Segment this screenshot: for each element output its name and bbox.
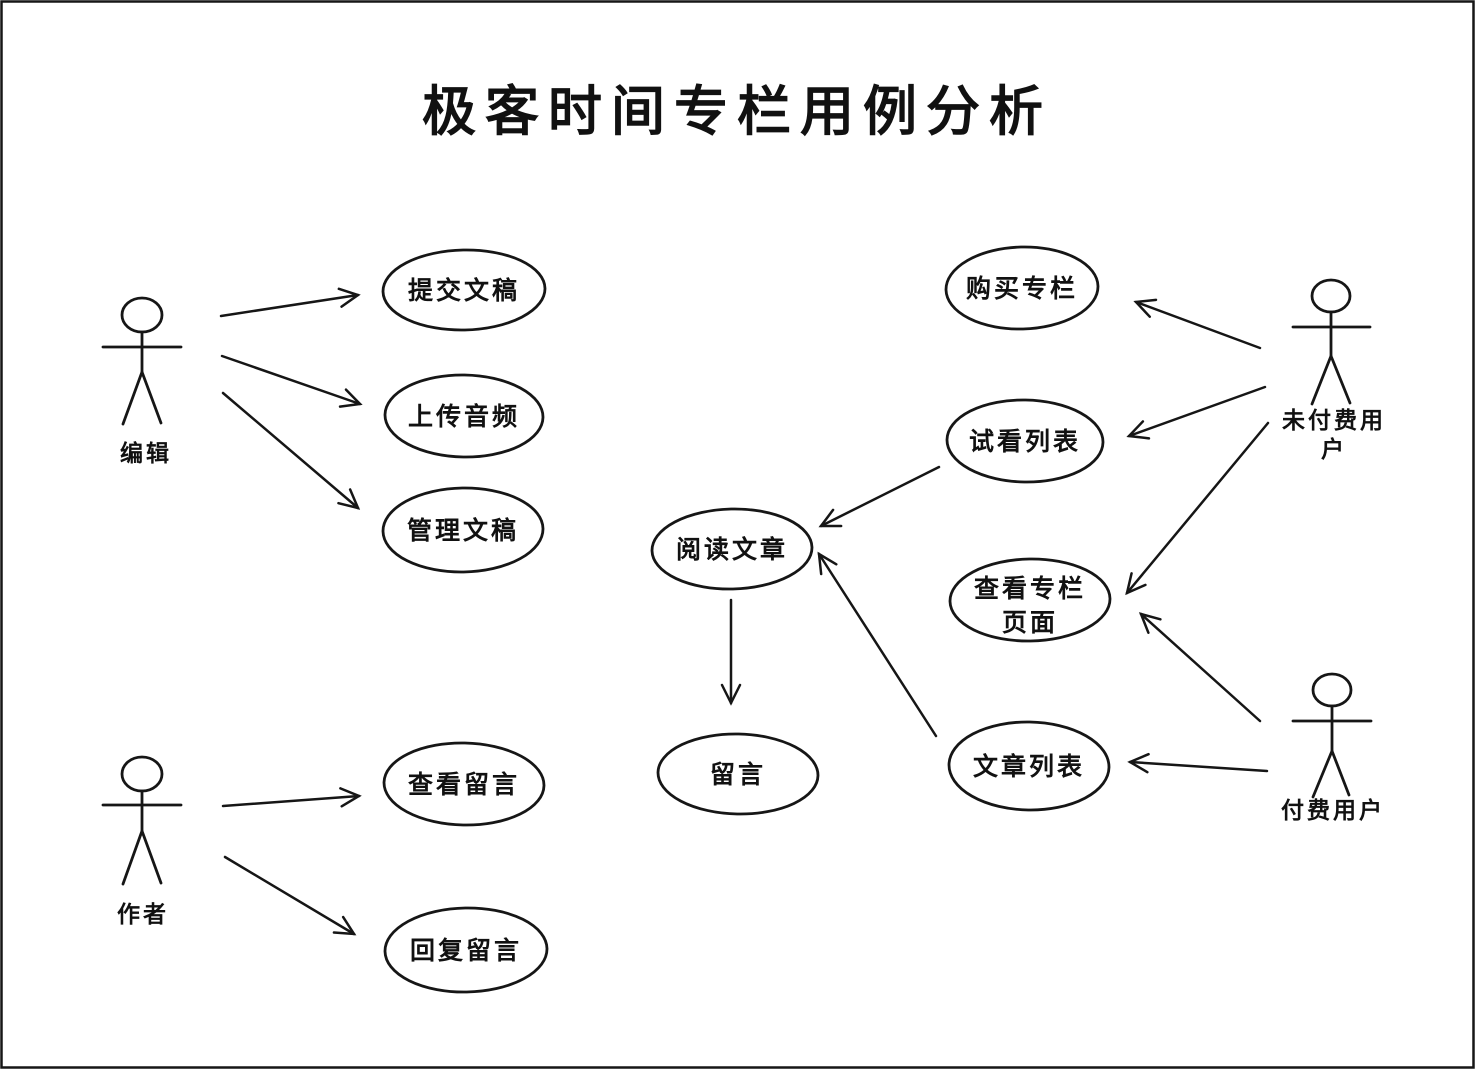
usecase-comment-ellipse <box>656 732 820 816</box>
usecase-buy-column: 购买专栏 <box>944 245 1100 331</box>
usecase-view-column-page-ellipse <box>948 557 1112 643</box>
usecase-submit-manuscript-ellipse <box>381 248 547 332</box>
arrow-editor-to-manage-manuscript <box>221 391 361 510</box>
arrow-trial-list-to-read-article <box>818 465 941 528</box>
actor-unpaid-user-legs <box>1310 354 1352 406</box>
usecase-manage-manuscript-ellipse <box>381 486 545 574</box>
usecase-manage-manuscript-label: 管理文稿 <box>407 516 519 545</box>
usecase-reply-comments-ellipse <box>383 906 549 994</box>
actor-editor: 编辑 <box>101 296 183 467</box>
usecase-article-list-label: 文章列表 <box>973 752 1085 781</box>
actor-editor-label: 编辑 <box>120 440 172 467</box>
usecase-comment: 留言 <box>656 732 820 816</box>
arrow-unpaid-user-to-trial-list <box>1126 385 1267 440</box>
usecase-trial-list: 试看列表 <box>945 398 1105 484</box>
relation-arrows <box>219 287 1270 936</box>
usecase-view-column-page-label-line2: 页面 <box>1002 608 1058 637</box>
actor-paid-user-label: 付费用户 <box>1281 797 1385 824</box>
usecase-view-column-page-label-line1: 查看专栏 <box>974 574 1086 603</box>
arrow-unpaid-user-to-view-column-page <box>1125 421 1270 596</box>
arrow-paid-user-to-article-list <box>1127 752 1269 774</box>
actor-paid-user: 付费用户 <box>1281 672 1385 824</box>
usecase-upload-audio-ellipse <box>383 373 545 459</box>
arrow-article-list-to-read-article <box>817 551 938 738</box>
arrow-unpaid-user-to-buy-column <box>1133 298 1262 350</box>
usecase-submit-manuscript: 提交文稿 <box>381 248 547 332</box>
usecase-upload-audio-label: 上传音频 <box>408 402 520 431</box>
usecase-article-list: 文章列表 <box>947 720 1111 812</box>
arrow-author-to-view-comments <box>221 787 362 808</box>
usecase-read-article: 阅读文章 <box>650 507 814 591</box>
arrow-author-to-reply-comments <box>223 855 357 936</box>
usecase-comment-label: 留言 <box>710 760 766 789</box>
usecase-read-article-ellipse <box>650 507 814 591</box>
arrow-paid-user-to-view-column-page <box>1138 612 1262 723</box>
actor-paid-user-legs <box>1311 749 1351 799</box>
usecase-article-list-ellipse <box>947 720 1111 812</box>
usecase-view-comments: 查看留言 <box>382 741 546 827</box>
usecase-read-article-label: 阅读文章 <box>676 535 788 564</box>
actor-author: 作者 <box>101 755 183 928</box>
usecase-buy-column-label: 购买专栏 <box>966 274 1078 303</box>
usecase-reply-comments: 回复留言 <box>383 906 549 994</box>
arrow-editor-to-submit-manuscript <box>219 287 361 318</box>
actor-editor-legs <box>121 370 163 426</box>
usecase-upload-audio: 上传音频 <box>383 373 545 459</box>
actor-unpaid-user-label-line2: 户 <box>1321 436 1347 463</box>
usecase-view-comments-ellipse <box>382 741 546 827</box>
usecase-trial-list-ellipse <box>945 398 1105 484</box>
actor-author-label: 作者 <box>117 902 169 928</box>
actor-author-legs <box>121 829 163 886</box>
usecase-trial-list-label: 试看列表 <box>969 427 1081 456</box>
usecase-manage-manuscript: 管理文稿 <box>381 486 545 574</box>
actor-unpaid-user-label-line1: 未付费用 <box>1282 408 1386 434</box>
usecase-view-column-page: 查看专栏 页面 <box>948 557 1112 643</box>
actor-unpaid-user: 未付费用 户 <box>1282 278 1386 463</box>
usecase-reply-comments-label: 回复留言 <box>410 936 522 965</box>
usecase-submit-manuscript-label: 提交文稿 <box>408 276 520 305</box>
diagram-title: 极客时间专栏用例分析 <box>422 80 1052 143</box>
usecase-view-comments-label: 查看留言 <box>408 770 520 799</box>
arrow-editor-to-upload-audio <box>220 354 363 408</box>
usecase-buy-column-ellipse <box>944 245 1100 331</box>
